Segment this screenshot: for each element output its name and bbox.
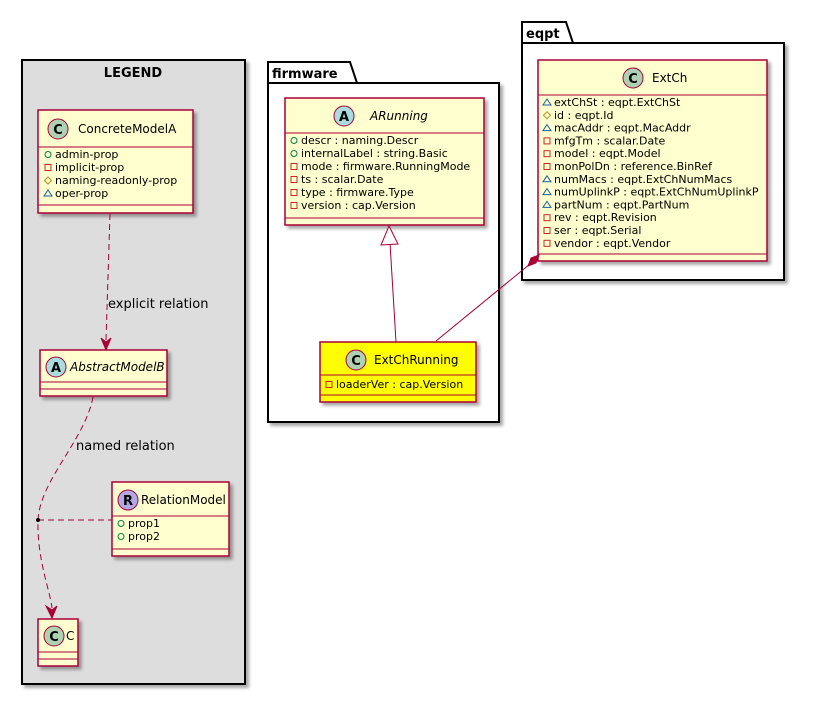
class-r-icon	[117, 489, 139, 511]
package-icon	[542, 174, 552, 183]
class-attribute: numMacs : eqpt.ExtChNumMacs	[554, 173, 733, 186]
class-attribute: monPolDn : reference.BinRef	[554, 160, 713, 173]
class-name: C	[66, 629, 74, 643]
private-icon	[290, 202, 298, 209]
package-icon	[43, 189, 53, 197]
svg-text:C: C	[53, 123, 63, 138]
public-icon	[290, 137, 298, 144]
package-icon	[542, 98, 552, 106]
class-abstractmodelb[interactable]: A AbstractModelB	[39, 349, 168, 397]
private-icon	[290, 176, 298, 183]
class-attribute: prop1	[128, 517, 160, 530]
package-icon	[542, 123, 552, 132]
class-attribute: naming-readonly-prop	[55, 174, 177, 187]
named-relation-arrow: named relation	[36, 396, 175, 620]
class-name: ExtCh	[652, 71, 687, 85]
named-relation-label: named relation	[76, 439, 175, 454]
class-name: ARunning	[369, 109, 428, 123]
class-attribute: id : eqpt.Id	[554, 109, 614, 122]
private-icon	[290, 163, 298, 170]
private-icon	[543, 137, 551, 145]
public-icon	[290, 150, 298, 157]
class-name: ExtChRunning	[374, 353, 459, 367]
class-attribute: admin-prop	[55, 148, 118, 161]
class-attribute: type : firmware.Type	[301, 186, 414, 199]
class-attribute: ser : eqpt.Serial	[554, 224, 641, 237]
explicit-relation-arrow: explicit relation	[100, 213, 208, 352]
class-attribute: rev : eqpt.Revision	[554, 211, 657, 224]
class-attribute: model : eqpt.Model	[554, 147, 661, 160]
class-attribute: prop2	[128, 530, 160, 543]
composition-link	[435, 254, 540, 342]
class-concretemodela[interactable]: C ConcreteModelA admin-propimplicit-prop…	[37, 109, 194, 214]
class-c[interactable]: C C	[37, 618, 79, 667]
explicit-relation-label: explicit relation	[108, 297, 208, 312]
class-attribute: ts : scalar.Date	[301, 173, 384, 186]
private-icon	[543, 227, 551, 234]
class-attribute: oper-prop	[55, 187, 108, 200]
package-icon	[542, 187, 552, 196]
class-attribute: mfgTm : scalar.Date	[554, 134, 666, 147]
class-name: AbstractModelB	[69, 360, 165, 374]
private-icon	[325, 381, 333, 388]
private-icon	[543, 150, 551, 158]
private-icon	[543, 239, 551, 247]
class-attribute: numUplinkP : eqpt.ExtChNumUplinkP	[554, 186, 759, 199]
class-attribute: extChSt : eqpt.ExtChSt	[554, 96, 681, 109]
class-arunning[interactable]: A ARunning descr : naming.DescrinternalL…	[284, 97, 485, 226]
private-icon	[290, 189, 298, 196]
svg-text:R: R	[123, 494, 133, 509]
class-attribute: macAddr : eqpt.MacAddr	[554, 122, 691, 135]
private-icon	[44, 164, 52, 171]
svg-text:C: C	[351, 354, 361, 369]
svg-text:A: A	[51, 361, 61, 376]
svg-text:A: A	[339, 110, 349, 125]
protected-icon	[43, 176, 53, 185]
class-attribute: implicit-prop	[55, 161, 124, 174]
public-icon	[44, 151, 52, 158]
class-name: ConcreteModelA	[78, 122, 177, 136]
class-attribute: descr : naming.Descr	[301, 134, 419, 147]
eqpt-title: eqpt	[526, 27, 560, 42]
class-attribute: internalLabel : string.Basic	[301, 147, 448, 160]
svg-text:C: C	[49, 630, 59, 645]
class-c-icon	[43, 625, 65, 647]
class-c-icon	[622, 67, 644, 89]
protected-icon	[542, 111, 552, 120]
class-extchrunning[interactable]: C ExtChRunning loaderVer : cap.Version	[319, 341, 477, 403]
class-a-icon	[45, 356, 67, 378]
class-a-icon	[333, 105, 355, 127]
legend-title: LEGEND	[104, 66, 163, 81]
private-icon	[543, 214, 551, 222]
class-c-icon	[345, 349, 367, 371]
class-name: RelationModel	[141, 493, 226, 507]
class-attribute: mode : firmware.RunningMode	[301, 160, 470, 173]
package-icon	[542, 200, 552, 208]
class-attribute: loaderVer : cap.Version	[336, 378, 463, 391]
class-c-icon	[47, 118, 69, 140]
class-attribute: version : cap.Version	[301, 199, 416, 212]
firmware-title: firmware	[272, 67, 338, 82]
svg-text:C: C	[628, 72, 638, 87]
public-icon	[117, 533, 125, 540]
class-attribute: vendor : eqpt.Vendor	[554, 237, 671, 250]
inheritance-arrow	[380, 224, 399, 343]
private-icon	[543, 163, 551, 170]
public-icon	[117, 520, 125, 527]
class-attribute: partNum : eqpt.PartNum	[554, 198, 689, 211]
